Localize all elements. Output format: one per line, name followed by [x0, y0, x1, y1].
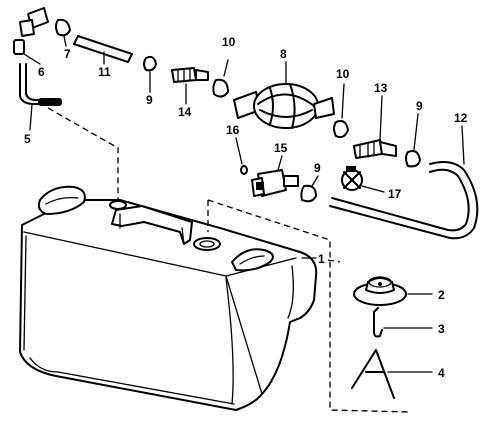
fuel-tank — [19, 185, 318, 411]
callout-8: 8 — [280, 47, 287, 61]
spring-clamp — [341, 166, 363, 191]
hose-clamp-7 — [55, 18, 71, 37]
callout-13: 13 — [374, 81, 388, 95]
hose-clamp-10b — [333, 120, 349, 139]
callout-5: 5 — [24, 132, 31, 146]
callout-6: 6 — [38, 65, 45, 79]
hose-clamp-10a — [212, 78, 229, 98]
filler-cap — [353, 276, 407, 306]
callout-7: 7 — [64, 47, 71, 61]
elbow-connector — [13, 7, 49, 55]
callout-9b: 9 — [416, 99, 423, 113]
fuel-fitting-14 — [171, 67, 209, 83]
callout-1: 1 — [318, 252, 325, 266]
o-ring — [240, 165, 248, 175]
fuel-hose-long — [329, 161, 479, 240]
callout-14: 14 — [178, 105, 192, 119]
callout-9c: 9 — [314, 161, 321, 175]
fuel-hose-11 — [73, 35, 133, 63]
callout-4: 4 — [438, 366, 445, 380]
callout-11: 11 — [98, 65, 111, 79]
hose-clamp-9c — [300, 184, 317, 203]
fuel-hose-short — [19, 63, 62, 106]
retainer-spring — [351, 349, 395, 399]
callout-16: 16 — [226, 123, 240, 137]
hose-clamp-9b — [405, 150, 421, 168]
hose-clamp-9a — [143, 55, 157, 72]
callout-12: 12 — [454, 111, 468, 125]
callout-2: 2 — [438, 288, 445, 302]
callout-17: 17 — [388, 187, 402, 201]
callout-15: 15 — [274, 141, 288, 155]
callout-9a: 9 — [146, 93, 153, 107]
fuel-fitting-13 — [353, 139, 397, 159]
callout-10a: 10 — [222, 35, 236, 49]
hook — [373, 307, 383, 338]
primer-bulb — [233, 83, 335, 129]
tank-connector — [251, 169, 299, 197]
callout-10b: 10 — [336, 67, 350, 81]
callout-3: 3 — [438, 322, 445, 336]
